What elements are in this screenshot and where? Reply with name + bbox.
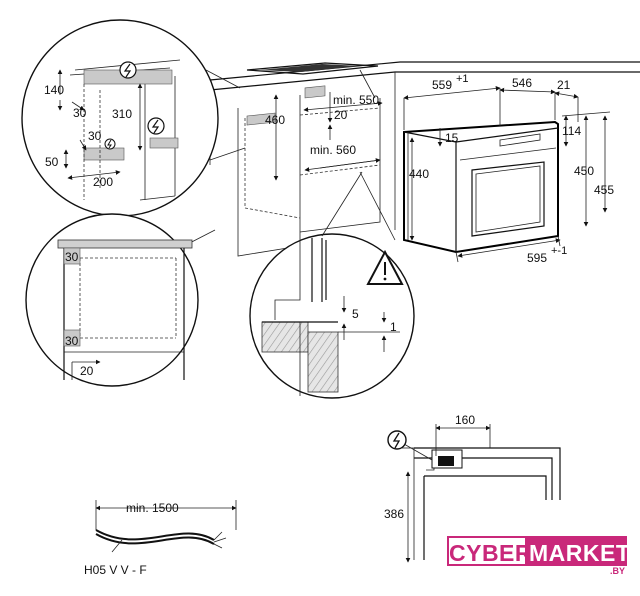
logo-right: MARKET [527, 536, 630, 566]
dim-30-left-bottom: 30 [65, 334, 79, 348]
electrical-socket-icon [387, 430, 407, 450]
oven [403, 120, 559, 254]
power-cable: min. 1500 H05 V V - F [84, 500, 237, 577]
detail-circle-top: 140 30 310 30 50 200 [21, 19, 246, 217]
dim-5: 5 [352, 307, 359, 321]
dim-460: 460 [265, 113, 285, 127]
dim-15: 15 [445, 131, 459, 145]
oven-side-view: 160 386 [384, 413, 561, 563]
dim-450: 450 [574, 164, 594, 178]
dim-559-tol: +1 [456, 73, 469, 85]
dim-30-mid: 30 [88, 129, 102, 143]
dim-310: 310 [112, 107, 132, 121]
warning-triangle-icon [366, 249, 404, 285]
logo-left: CYBER [447, 536, 532, 566]
electrical-socket-icon-2 [147, 117, 165, 135]
dim-595: 595 [527, 251, 547, 265]
detail-circle-right: 5 1 [249, 171, 415, 399]
dim-140: 140 [44, 83, 64, 97]
cabinet-dimensions: 460 20 min. 550 min. 560 [265, 92, 383, 181]
electrical-socket-icon-3 [104, 138, 116, 150]
dim-20-cabinet: 20 [334, 108, 348, 122]
dim-min-560: min. 560 [310, 143, 356, 157]
dim-30-top: 30 [73, 106, 87, 120]
electrical-socket-icon [119, 61, 137, 79]
cybermarket-logo: CYBER MARKET .BY [447, 536, 630, 576]
kitchen-cabinet [209, 61, 640, 257]
dim-440: 440 [409, 167, 429, 181]
dim-20-left: 20 [80, 364, 94, 378]
dim-114: 114 [562, 124, 581, 138]
dim-30-left-top: 30 [65, 250, 79, 264]
dim-455: 455 [594, 183, 614, 197]
logo-sub: .BY [609, 566, 625, 576]
dim-559: 559 [432, 78, 452, 92]
cable-type: H05 V V - F [84, 563, 147, 577]
oven-dimensions: 559 +1 546 21 15 440 114 450 455 595 +-1 [403, 73, 614, 265]
cable-min-length: min. 1500 [126, 501, 179, 515]
dim-min-550: min. 550 [333, 93, 379, 107]
dim-1: 1 [390, 320, 397, 334]
dim-386: 386 [384, 507, 404, 521]
dim-160: 160 [455, 413, 475, 427]
dim-200: 200 [93, 175, 113, 189]
dim-50: 50 [45, 155, 59, 169]
dim-546: 546 [512, 76, 532, 90]
dim-595-tol: +-1 [551, 245, 567, 257]
detail-circle-left: 30 30 20 [25, 213, 216, 387]
dim-21: 21 [557, 78, 571, 92]
